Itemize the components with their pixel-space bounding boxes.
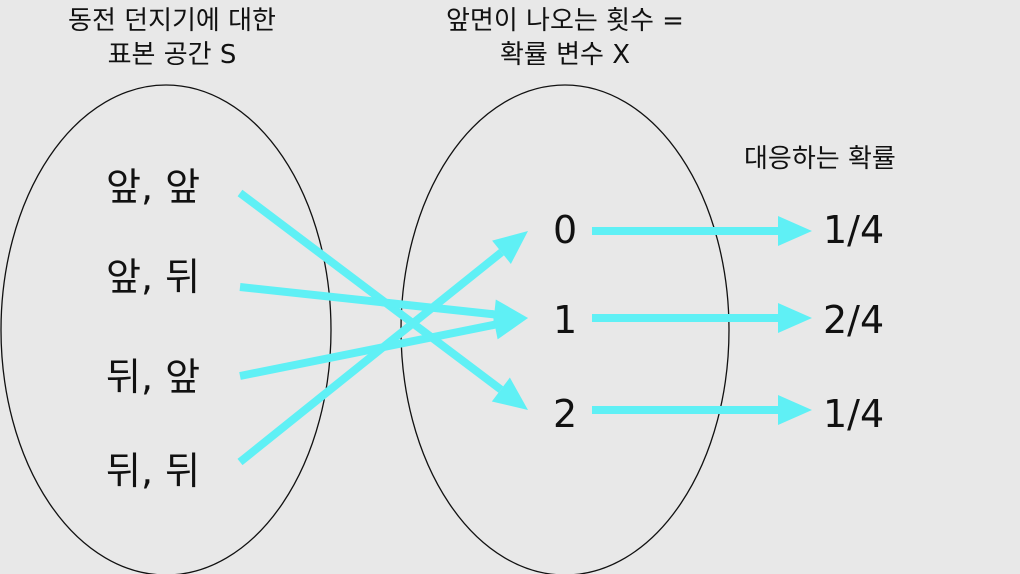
mapping-arrow-4-shaft	[237, 249, 504, 466]
mapping-arrow-1-head	[491, 377, 528, 410]
outcome-tt: 뒤, 뒤	[106, 449, 201, 493]
random-variable-title-line2: 확률 변수 X	[499, 40, 631, 70]
outcome-ht: 앞, 뒤	[106, 255, 201, 299]
value-0: 0	[553, 208, 578, 252]
mapping-arrow-3-shaft	[239, 320, 496, 380]
probability-arrow-1-head	[778, 303, 812, 333]
outcome-hh: 앞, 앞	[106, 165, 201, 209]
value-1: 1	[553, 298, 578, 342]
mapping-arrow-3-head	[491, 310, 528, 340]
sample-space-title: 동전 던지기에 대한 표본 공간 S	[22, 4, 322, 72]
sample-space-title-line1: 동전 던지기에 대한	[68, 6, 276, 36]
probability-0: 1/4	[823, 208, 885, 252]
probability-title: 대응하는 확률	[744, 144, 896, 174]
sample-space-ellipse	[0, 84, 332, 574]
value-2: 2	[553, 392, 578, 436]
mapping-arrow-2-shaft	[239, 283, 495, 319]
random-variable-title: 앞면이 나오는 횟수 = 확률 변수 X	[400, 4, 730, 72]
outcome-th: 뒤, 앞	[106, 355, 201, 399]
probability-arrow-0-head	[778, 216, 812, 246]
probability-2: 1/4	[823, 392, 885, 436]
probability-arrow-2-head	[778, 395, 812, 425]
probability-1: 2/4	[823, 298, 885, 342]
sample-space-title-line2: 표본 공간 S	[107, 40, 237, 70]
random-variable-title-line1: 앞면이 나오는 횟수 =	[446, 6, 684, 36]
arrow-layer	[237, 189, 812, 466]
mapping-arrow-1-shaft	[237, 189, 504, 393]
mapping-arrow-4-head	[492, 231, 528, 264]
